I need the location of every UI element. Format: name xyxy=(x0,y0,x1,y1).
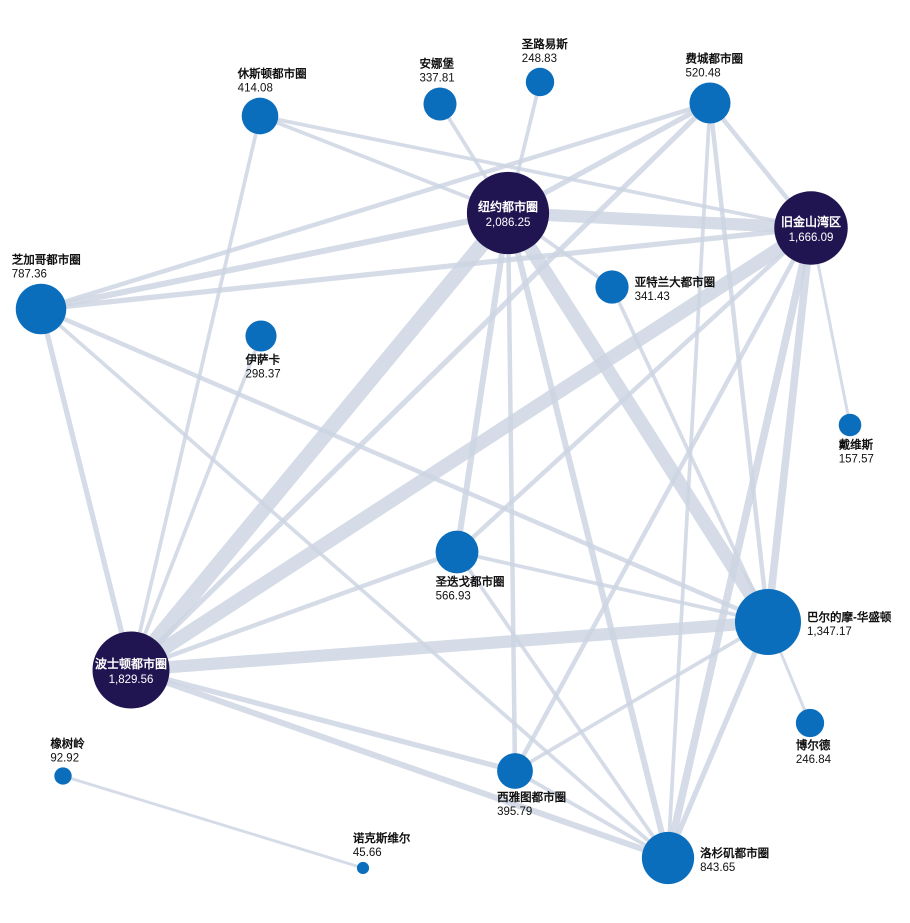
node-label-value: 246.84 xyxy=(796,754,832,766)
node-label-name: 洛杉矶都市圈 xyxy=(700,846,769,860)
edge-sf-sd xyxy=(454,225,814,555)
node-label-value: 45.66 xyxy=(353,847,382,859)
node-phl[interactable] xyxy=(689,82,731,124)
edge-ny-la xyxy=(504,209,672,862)
node-label-name: 波士顿都市圈 xyxy=(95,656,167,671)
node-dav[interactable] xyxy=(838,413,862,437)
edge-chi-la xyxy=(39,307,670,860)
node-ny[interactable] xyxy=(466,171,550,255)
node-label-name: 旧金山湾区 xyxy=(781,214,841,229)
node-label-name: 伊萨卡 xyxy=(244,353,280,367)
edge-ny-sf xyxy=(501,206,818,235)
node-label-name: 诺克斯维尔 xyxy=(353,831,411,845)
node-ann[interactable] xyxy=(423,87,457,121)
node-label-name: 圣迭戈都市圈 xyxy=(435,574,505,588)
edge-phl-chi xyxy=(38,100,713,312)
edge-layer xyxy=(37,80,852,870)
edge-bos-la xyxy=(127,666,672,862)
edge-phl-la xyxy=(666,101,712,860)
node-label-name: 戴维斯 xyxy=(839,437,874,451)
node-label-name: 费城都市圈 xyxy=(685,51,743,65)
node-atl[interactable] xyxy=(595,270,629,304)
node-label-value: 2,086.25 xyxy=(486,217,531,229)
node-label-value: 92.92 xyxy=(50,752,79,764)
node-label-name: 安娜堡 xyxy=(419,56,454,70)
node-label-name: 橡树岭 xyxy=(50,736,85,750)
node-label-value: 520.48 xyxy=(685,67,720,79)
node-oak[interactable] xyxy=(54,767,72,785)
node-label-value: 157.57 xyxy=(839,453,874,465)
edge-bos-chi xyxy=(38,306,134,673)
node-label-name: 纽约都市圈 xyxy=(478,199,538,214)
node-label-value: 787.36 xyxy=(12,269,47,281)
edge-sea-bal xyxy=(513,620,770,773)
edge-sd-bal xyxy=(455,550,770,624)
node-stl[interactable] xyxy=(525,67,555,97)
node-label-value: 395.79 xyxy=(497,806,532,818)
node-kno[interactable] xyxy=(356,861,370,875)
node-bal[interactable] xyxy=(734,588,802,656)
node-label-value: 341.43 xyxy=(635,291,670,303)
edge-hou-bos xyxy=(129,114,262,672)
edge-sf-hou xyxy=(258,114,813,230)
edge-bos-sd xyxy=(128,549,460,673)
node-label-value: 1,666.09 xyxy=(789,232,834,244)
node-label-value: 298.37 xyxy=(245,369,280,381)
node-sf[interactable] xyxy=(774,191,848,265)
node-label-name: 亚特兰大都市圈 xyxy=(635,275,716,289)
edge-ny-bal xyxy=(501,206,775,629)
node-sd[interactable] xyxy=(435,530,479,574)
edge-bal-la xyxy=(665,619,771,861)
node-hou[interactable] xyxy=(241,97,279,135)
edge-sf-la xyxy=(664,224,815,862)
edge-oak-kno xyxy=(61,774,365,870)
node-label-name: 巴尔的摩-华盛顿 xyxy=(807,610,892,624)
node-label-value: 1,829.56 xyxy=(109,674,154,686)
node-label-value: 566.93 xyxy=(436,590,471,602)
node-label-value: 248.83 xyxy=(522,53,557,65)
node-label-name: 圣路易斯 xyxy=(521,37,568,51)
edge-bos-sea xyxy=(128,667,518,774)
label-layer: 纽约都市圈 2,086.25 波士顿都市圈 1,829.56 旧金山湾区 1,666.09… xyxy=(12,37,892,874)
edge-phl-bal xyxy=(707,100,771,625)
edge-sf-sea xyxy=(512,225,814,774)
edge-sf-bal xyxy=(764,224,815,626)
edge-sf-chi xyxy=(38,225,814,312)
node-layer xyxy=(15,67,862,885)
node-la[interactable] xyxy=(641,831,695,885)
edge-sea-la xyxy=(513,769,670,860)
node-label-value: 337.81 xyxy=(419,72,454,84)
edge-bos-bal xyxy=(124,615,775,677)
node-label-name: 芝加哥都市圈 xyxy=(12,253,81,267)
node-bos[interactable] xyxy=(92,631,170,709)
node-label-value: 843.65 xyxy=(700,862,735,874)
edge-ith-bos xyxy=(129,334,263,672)
node-label-value: 1,347.17 xyxy=(807,626,852,638)
edge-sd-la xyxy=(455,550,670,860)
node-label-name: 西雅图都市圈 xyxy=(497,790,566,804)
edge-bos-phl xyxy=(128,100,713,673)
edge-hou-ny xyxy=(258,114,510,215)
edge-ny-sd xyxy=(453,209,512,556)
edge-ny-chi xyxy=(37,209,512,313)
node-chi[interactable] xyxy=(15,283,67,335)
node-label-name: 博尔德 xyxy=(796,738,831,752)
node-sea[interactable] xyxy=(497,753,533,789)
edge-ny-bos xyxy=(123,205,516,678)
node-ith[interactable] xyxy=(245,320,277,352)
node-label-value: 414.08 xyxy=(238,83,273,95)
node-bou[interactable] xyxy=(795,708,825,738)
edge-ny-sea xyxy=(505,210,518,774)
edge-chi-bal xyxy=(38,306,771,625)
node-label-name: 休斯顿都市圈 xyxy=(237,67,307,81)
edge-atl-bal xyxy=(610,285,770,624)
